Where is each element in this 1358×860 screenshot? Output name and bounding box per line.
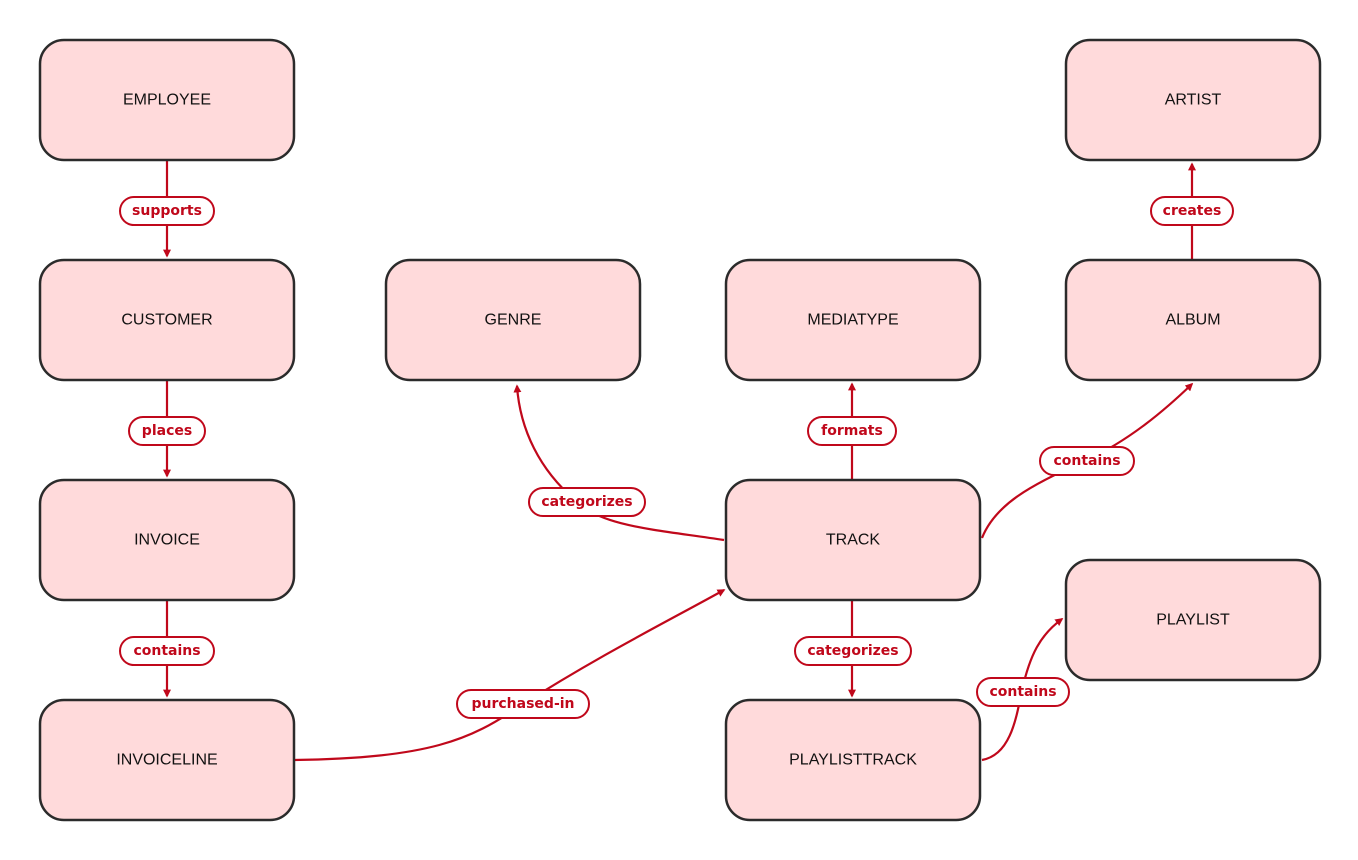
- node-invoice[interactable]: INVOICE: [38, 478, 296, 602]
- edge-label-creates-pill: [1150, 196, 1234, 226]
- node-invoice-box: [38, 478, 296, 602]
- edge-label-contains-album-text: contains: [1053, 453, 1120, 469]
- edge-label-contains-playlist[interactable]: contains: [976, 677, 1070, 707]
- edge-label-contains-album[interactable]: contains: [1039, 446, 1135, 476]
- edge-label-categorizes-genre-pill: [528, 487, 646, 517]
- edge-label-contains-invoiceline[interactable]: contains: [119, 636, 215, 666]
- node-invoiceline[interactable]: INVOICELINE: [38, 698, 296, 822]
- node-playlist-box: [1064, 558, 1322, 682]
- node-genre-label: GENRE: [485, 312, 542, 329]
- edge-label-contains-playlist-pill: [976, 677, 1070, 707]
- node-artist-box: [1064, 38, 1322, 162]
- node-track-label: TRACK: [826, 532, 881, 549]
- edge-label-supports-text: supports: [132, 203, 202, 219]
- node-employee-box: [38, 38, 296, 162]
- edge-label-purchased-in-pill: [456, 689, 590, 719]
- node-mediatype-label: MEDIATYPE: [807, 312, 898, 329]
- node-album-box: [1064, 258, 1322, 382]
- node-mediatype[interactable]: MEDIATYPE: [724, 258, 982, 382]
- edge-label-creates[interactable]: creates: [1150, 196, 1234, 226]
- node-track[interactable]: TRACK: [724, 478, 982, 602]
- node-genre-box: [384, 258, 642, 382]
- node-track-box: [724, 478, 982, 602]
- node-employee-label: EMPLOYEE: [123, 92, 211, 109]
- edge-label-supports-pill: [119, 196, 215, 226]
- edge-label-creates-text: creates: [1163, 203, 1222, 219]
- node-genre[interactable]: GENRE: [384, 258, 642, 382]
- node-playlist[interactable]: PLAYLIST: [1064, 558, 1322, 682]
- edge-label-categorizes-genre[interactable]: categorizes: [528, 487, 646, 517]
- edge-label-formats[interactable]: formats: [807, 416, 897, 446]
- edge-label-contains-playlist-text: contains: [989, 684, 1056, 700]
- node-invoiceline-label: INVOICELINE: [116, 752, 217, 769]
- edge-label-contains-invoiceline-pill: [119, 636, 215, 666]
- edge-label-formats-pill: [807, 416, 897, 446]
- nodes: EMPLOYEE CUSTOMER INVOICE INVOICELINE GE…: [38, 38, 1322, 822]
- node-artist[interactable]: ARTIST: [1064, 38, 1322, 162]
- edge-label-places-text: places: [142, 423, 192, 439]
- edge-label-categorizes-playlisttrack-text: categorizes: [807, 643, 898, 659]
- edge-label-categorizes-playlisttrack-pill: [794, 636, 912, 666]
- node-album-label: ALBUM: [1165, 312, 1220, 329]
- edges: [163, 160, 1196, 762]
- edge-label-places-pill: [128, 416, 206, 446]
- node-customer-box: [38, 258, 296, 382]
- edge-label-purchased-in-text: purchased-in: [471, 696, 574, 712]
- node-employee[interactable]: EMPLOYEE: [38, 38, 296, 162]
- edge-label-formats-text: formats: [821, 423, 883, 439]
- edge-label-contains-album-pill: [1039, 446, 1135, 476]
- node-album[interactable]: ALBUM: [1064, 258, 1322, 382]
- node-playlisttrack-label: PLAYLISTTRACK: [789, 752, 917, 769]
- node-customer[interactable]: CUSTOMER: [38, 258, 296, 382]
- edge-label-places[interactable]: places: [128, 416, 206, 446]
- edge-label-supports[interactable]: supports: [119, 196, 215, 226]
- edge-label-purchased-in[interactable]: purchased-in: [456, 689, 590, 719]
- edge-invoiceline-track: [293, 589, 726, 762]
- edge-label-categorizes-playlisttrack[interactable]: categorizes: [794, 636, 912, 666]
- node-artist-label: ARTIST: [1165, 92, 1222, 109]
- node-invoice-label: INVOICE: [134, 532, 200, 549]
- node-invoiceline-box: [38, 698, 296, 822]
- node-playlist-label: PLAYLIST: [1156, 612, 1230, 629]
- edge-label-categorizes-genre-text: categorizes: [541, 494, 632, 510]
- node-mediatype-box: [724, 258, 982, 382]
- node-playlisttrack[interactable]: PLAYLISTTRACK: [724, 698, 982, 822]
- edge-labels: supports places contains purchased-in ca…: [119, 196, 1234, 719]
- edge-label-contains-invoiceline-text: contains: [133, 643, 200, 659]
- node-playlisttrack-box: [724, 698, 982, 822]
- node-customer-label: CUSTOMER: [121, 312, 212, 329]
